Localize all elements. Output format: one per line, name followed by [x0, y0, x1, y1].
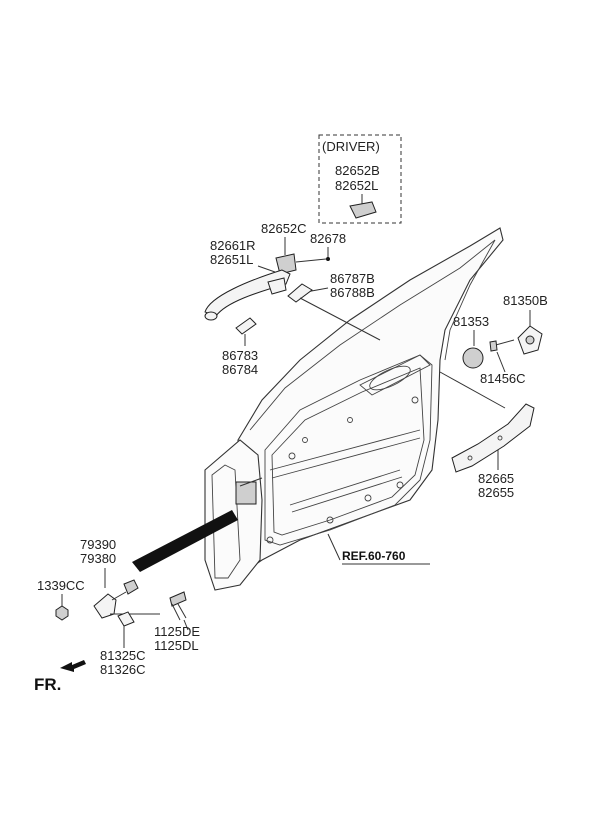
part-86787B: 86787B	[330, 271, 375, 286]
front-arrow-icon	[60, 660, 86, 672]
key-cylinder-group: 82652C 82678	[261, 221, 346, 275]
part-82678: 82678	[310, 231, 346, 246]
fr-label: FR.	[34, 675, 61, 694]
part-82652B: 82652B	[335, 163, 380, 178]
part-81325C: 81325C	[100, 648, 146, 663]
part-82655: 82655	[478, 485, 514, 500]
part-1125DE: 1125DE	[154, 624, 200, 639]
driver-label: (DRIVER)	[322, 139, 380, 154]
part-79380: 79380	[80, 551, 116, 566]
door-check-strap	[132, 510, 238, 572]
gasket-group: 86787B 86788B	[287, 271, 381, 341]
part-86784: 86784	[222, 362, 258, 377]
driver-callout-box: (DRIVER) 82652B 82652L	[318, 134, 402, 224]
part-1339CC: 1339CC	[37, 578, 85, 593]
pad-group: 86783 86784	[222, 317, 258, 377]
latch-fastener-group: 81350B 81353 81456C	[453, 293, 548, 386]
bolt-81456C-icon	[489, 339, 515, 352]
part-82665: 82665	[478, 471, 514, 486]
part-1125DL: 1125DL	[154, 638, 199, 653]
part-81353: 81353	[453, 314, 489, 329]
bolt-group: 1125DE 1125DL	[154, 591, 200, 653]
part-82651L: 82651L	[210, 252, 253, 267]
inside-handle-group: 82665 82655	[439, 371, 535, 500]
reference-callout: REF.60-760	[327, 533, 430, 565]
part-86783: 86783	[222, 348, 258, 363]
front-direction-indicator: FR.	[34, 660, 86, 694]
part-82661R: 82661R	[210, 238, 256, 253]
outside-handle-group: 82661R 82651L	[204, 238, 291, 321]
cover-group: 81325C 81326C	[100, 611, 146, 677]
part-86788B: 86788B	[330, 285, 375, 300]
part-82652C: 82652C	[261, 221, 307, 236]
ref-60-760-label: REF.60-760	[342, 549, 406, 563]
part-79390: 79390	[80, 537, 116, 552]
door-checker-group: 79390 79380 1339CC	[37, 537, 160, 621]
part-81350B: 81350B	[503, 293, 548, 308]
part-82652L: 82652L	[335, 178, 378, 193]
part-81326C: 81326C	[100, 662, 146, 677]
part-81456C: 81456C	[480, 371, 526, 386]
